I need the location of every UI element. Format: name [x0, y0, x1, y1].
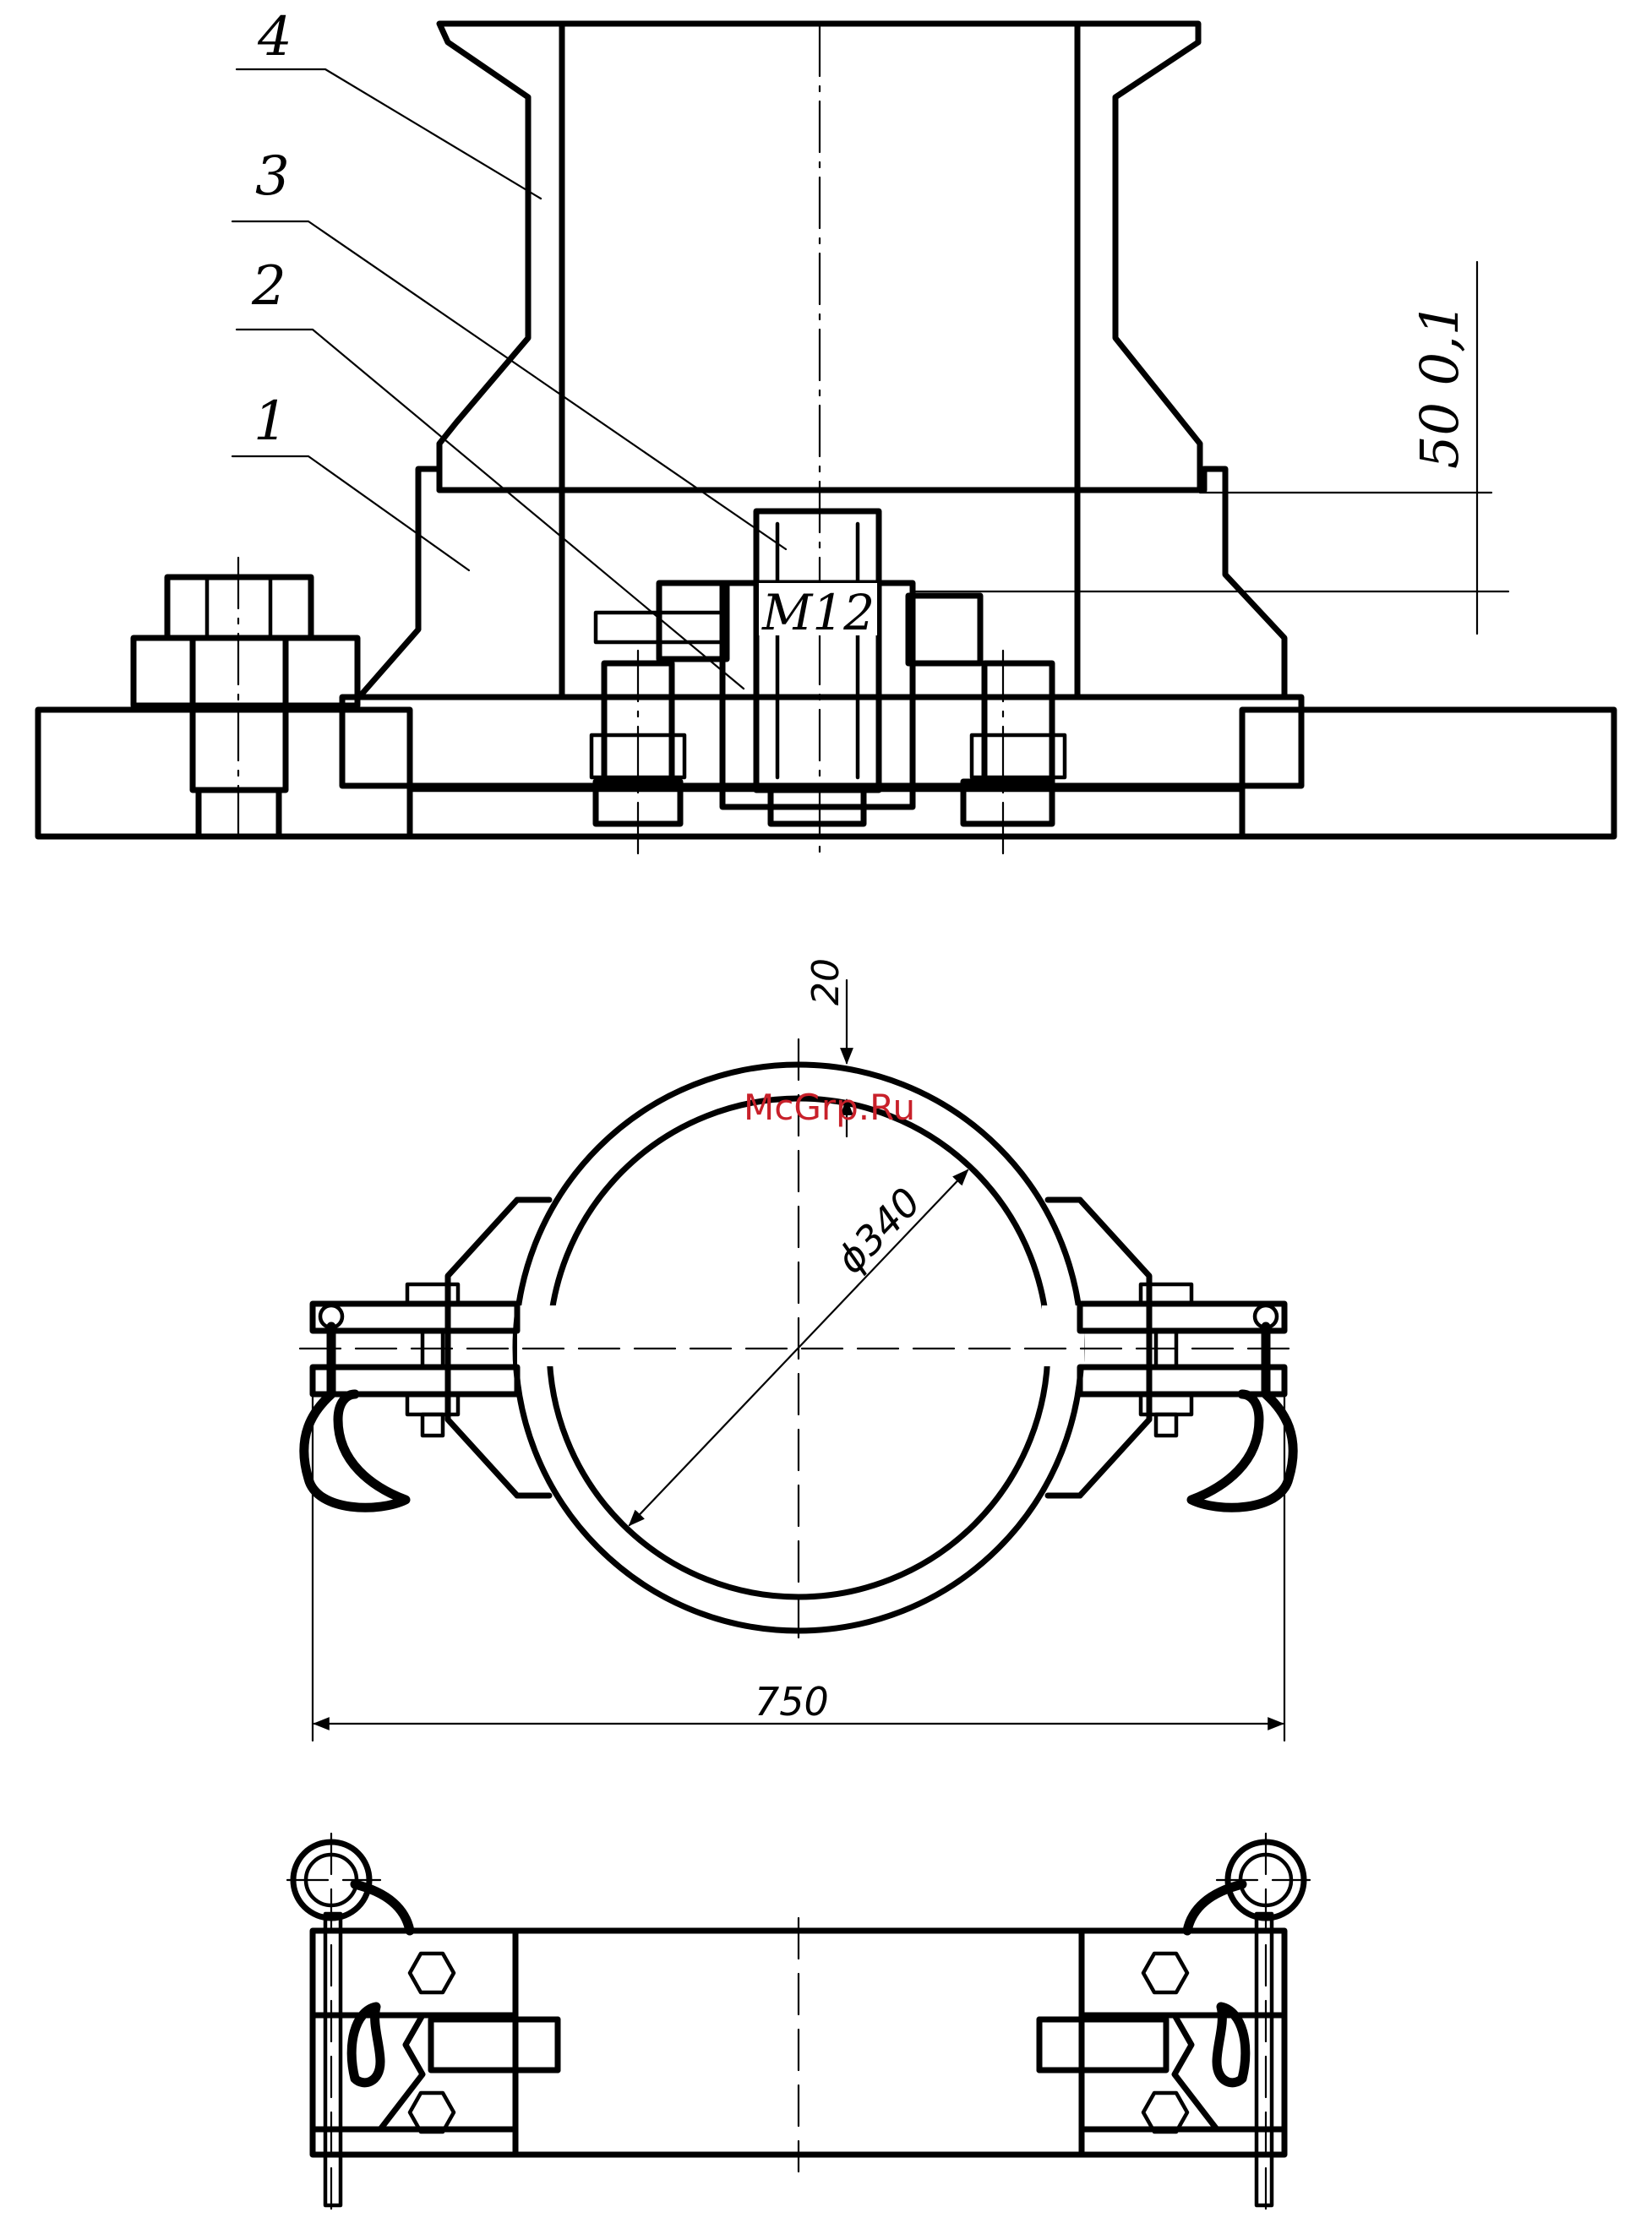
base-plate-left [38, 710, 410, 837]
watermark: McGrp.Ru [744, 1087, 915, 1128]
lower-bolts [592, 663, 1065, 824]
callout-2: 2 [251, 255, 286, 318]
wall-dimension: 20 [804, 958, 848, 1005]
thread-label: M12 [761, 584, 875, 641]
callout-leaders [232, 69, 786, 689]
callout-1: 1 [254, 390, 288, 453]
left-bolt [134, 577, 357, 837]
flange-plate [342, 697, 1301, 786]
callout-3: 3 [255, 145, 290, 208]
callout-4: 4 [257, 6, 292, 68]
clamp-side-view [287, 1834, 1310, 2210]
height-dimension: 50 0,1 [1409, 302, 1470, 469]
diameter-dimension: ϕ340 [827, 1179, 930, 1283]
width-dimension: 750 [755, 1679, 829, 1725]
base-plate-right [1242, 710, 1614, 837]
